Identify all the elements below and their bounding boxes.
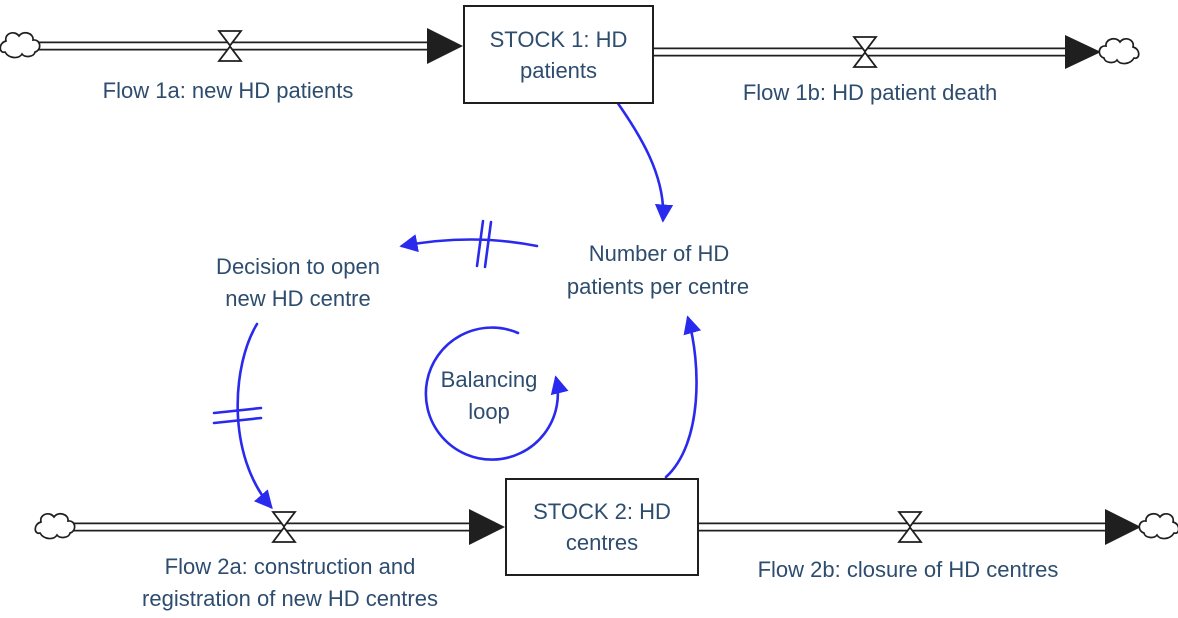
cloud-sink-icon-1 [1098, 37, 1140, 65]
causal-arrow-decision-to-flow2a [236, 322, 273, 510]
flow-arrowhead-into-stock1 [427, 28, 463, 64]
variable-decision-line2: new HD centre [225, 286, 371, 311]
flow-arrowhead-into-sink1 [1065, 35, 1101, 69]
stock2-box: STOCK 2: HD centres [505, 478, 699, 576]
cloud-source-icon-2 [34, 512, 76, 540]
flow2a-label-line2: registration of new HD centres [142, 586, 438, 611]
causal-arrow-ratio-to-decision [399, 234, 539, 253]
variable-patients-per-centre-line2: patients per centre [566, 274, 750, 299]
stock1-box: STOCK 1: HD patients [463, 5, 654, 104]
stock1-label-line2: patients [519, 57, 598, 83]
delay-mark-icon-lower [212, 406, 263, 425]
stock2-label-line1: STOCK 2: HD [533, 499, 671, 524]
flow2b-label: Flow 2b: closure of HD centres [757, 557, 1059, 582]
variable-patients-per-centre-line1: Number of HD [588, 241, 730, 266]
flow-arrowhead-into-stock2 [469, 509, 505, 545]
flow-arrowhead-into-sink2 [1105, 509, 1141, 545]
flow1b-label: Flow 1b: HD patient death [742, 80, 998, 105]
cloud-sink-icon-2 [1138, 512, 1178, 540]
flow2a-label-line1: Flow 2a: construction and [164, 554, 416, 579]
delay-mark-icon-upper [475, 219, 493, 269]
stock2-label-line2: centres [565, 530, 639, 555]
stock1-label-line1: STOCK 1: HD [489, 26, 628, 52]
variable-decision-line1: Decision to open [216, 254, 380, 279]
cloud-source-icon-1 [0, 31, 41, 59]
causal-arrow-stock1-to-ratio [615, 100, 674, 223]
balancing-loop-label-line1: Balancing [440, 367, 538, 392]
causal-arrow-stock2-to-ratio [664, 315, 702, 479]
flow1a-label: Flow 1a: new HD patients [102, 78, 354, 103]
balancing-loop-arrow [424, 326, 569, 461]
balancing-loop-label-line2: loop [468, 399, 510, 424]
